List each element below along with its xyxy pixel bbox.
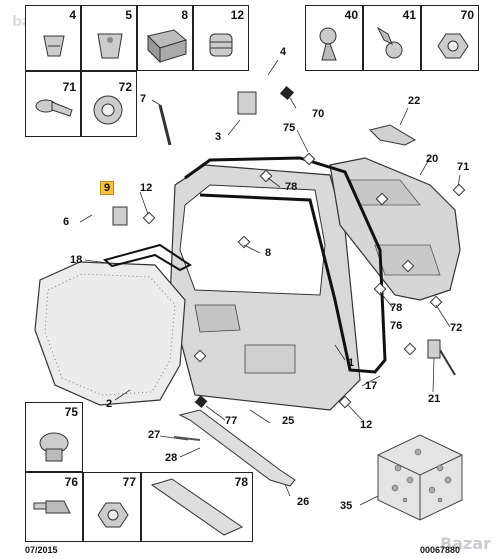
- foam-pad-icon: [147, 29, 188, 64]
- part-cell-40: 40: [305, 5, 363, 71]
- bottom-trim-foam: [194, 395, 208, 409]
- part-number: 40: [344, 8, 358, 22]
- part-cell-8: 8: [137, 5, 193, 71]
- part-number: 12: [230, 8, 244, 22]
- tailgate-window-opening: [179, 184, 326, 296]
- callout-25: 25: [282, 415, 295, 427]
- part-number: 76: [64, 475, 78, 489]
- part-cell-12: 12: [193, 5, 249, 71]
- callout-27: 27: [148, 429, 161, 441]
- part-number: 75: [64, 405, 78, 419]
- clip-icon: [39, 432, 69, 462]
- callout-12-left: 12: [140, 182, 153, 194]
- grommet-icon: [93, 95, 123, 125]
- part-cell-72: 72: [81, 71, 137, 137]
- callout-20: 20: [426, 153, 439, 165]
- callout-70: 70: [312, 108, 325, 120]
- part-cell-76: 76: [25, 472, 83, 542]
- callout-3: 3: [215, 131, 222, 143]
- callout-7: 7: [140, 93, 147, 105]
- bumper-pad-icon: [150, 478, 244, 536]
- callout-1: 1: [348, 357, 355, 369]
- callout-4: 4: [280, 46, 287, 58]
- callout-17: 17: [365, 380, 378, 392]
- callout-78-middle: 78: [390, 302, 403, 314]
- callout-26: 26: [297, 496, 310, 508]
- push-rivet-icon: [35, 99, 73, 117]
- callout-21: 21: [428, 393, 441, 405]
- ball-stud-icon: [376, 26, 403, 59]
- rear-glass-dots: [44, 273, 176, 396]
- rear-glass: [34, 261, 186, 406]
- callout-76: 76: [390, 320, 403, 332]
- nut-icon: [437, 33, 469, 59]
- part-cell-75: 75: [25, 402, 83, 472]
- part-cell-71: 71: [25, 71, 81, 137]
- callout-12-right: 12: [360, 419, 373, 431]
- part-number: 41: [402, 8, 416, 22]
- gas-strut: [158, 104, 172, 146]
- tailgate-handle-recess: [194, 304, 241, 333]
- callout-77: 77: [225, 415, 238, 427]
- part-number: 78: [234, 475, 248, 489]
- rivet-icon: [33, 500, 71, 514]
- clip-fastener-icon: [43, 35, 65, 57]
- callout-28: 28: [165, 452, 178, 464]
- part-number: 70: [460, 8, 474, 22]
- plate-recess: [244, 344, 296, 374]
- nut-icon: [97, 502, 129, 528]
- part-number: 77: [122, 475, 136, 489]
- ball-stud-icon: [319, 27, 337, 61]
- part-cell-5: 5: [81, 5, 137, 71]
- part-cell-78: 78: [141, 472, 253, 542]
- mount-bracket: [112, 206, 128, 226]
- part-number: 71: [62, 80, 76, 94]
- footer-date: 07/2015: [25, 545, 58, 555]
- watermark-bottom: Bazar: [440, 534, 491, 553]
- hinge-foam: [279, 85, 295, 101]
- part-cell-41: 41: [363, 5, 421, 71]
- clip-fastener-icon: [97, 33, 123, 59]
- callout-9-highlighted[interactable]: 9: [100, 181, 115, 195]
- part-number: 72: [118, 80, 132, 94]
- part-number: 8: [181, 8, 188, 22]
- rivet-nut-icon: [209, 33, 233, 57]
- bottom-trim-strip: [178, 409, 296, 487]
- part-cell-70: 70: [421, 5, 479, 71]
- callout-71: 71: [457, 161, 470, 173]
- callout-8: 8: [265, 247, 272, 259]
- callout-75: 75: [283, 122, 296, 134]
- lock-cable: [439, 349, 456, 376]
- callout-78-upper: 78: [285, 181, 298, 193]
- callout-35: 35: [340, 500, 353, 512]
- part-cell-77: 77: [83, 472, 141, 542]
- part-number: 4: [69, 8, 76, 22]
- callout-72: 72: [450, 322, 463, 334]
- lock-body: [427, 339, 441, 359]
- upper-handle: [369, 124, 417, 146]
- callout-2: 2: [106, 398, 113, 410]
- part-number: 5: [125, 8, 132, 22]
- callout-22: 22: [408, 95, 421, 107]
- part-cell-4: 4: [25, 5, 81, 71]
- callout-18: 18: [70, 254, 83, 266]
- callout-6: 6: [63, 216, 70, 228]
- footer-code: 00067880: [420, 545, 461, 555]
- hinge-bracket: [237, 91, 257, 115]
- door-seal: [184, 156, 387, 374]
- glass-seal: [102, 243, 192, 272]
